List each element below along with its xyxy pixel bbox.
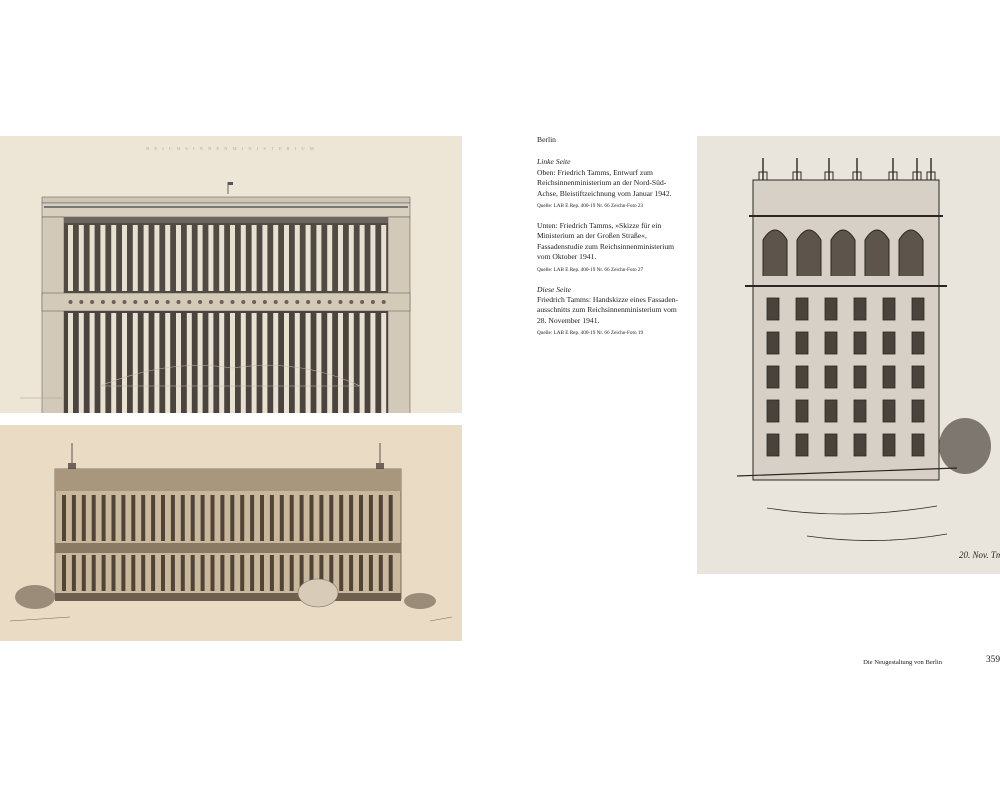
upper-colonnade [68, 225, 387, 291]
caption-entry-source: Quelle: LAB E Rep. 400-19 Nr. 66 Zeichn-… [537, 330, 644, 337]
caption-entry-source: Quelle: LAB E Rep. 400-19 Nr. 66 Zeichn-… [537, 203, 644, 210]
caption-entry-text: Friedrich Tamms: Handskizze eines Fassad… [537, 295, 679, 325]
hand-sketch-drawing: 20. Nov. Tm. [697, 136, 1000, 574]
figure-caption: Berlin Linke Seite Oben: Friedrich Tamms… [537, 135, 687, 348]
running-title: Die Neugestaltung von Berlin [863, 659, 942, 666]
lower-colonnade [68, 313, 387, 413]
arched-windows [762, 229, 924, 276]
caption-entry-text: Oben: Friedrich Tamms, Entwurf zum Reich… [537, 167, 672, 198]
facade-study-drawing [0, 425, 462, 641]
caption-heading-left-page: Linke Seite [537, 157, 571, 167]
drawing-right-hand-sketch: 20. Nov. Tm. [697, 136, 1000, 574]
sketch-signature: 20. Nov. Tm. [959, 550, 1000, 560]
drawing-top-elevation: R E I C H S I N N E N M I N I S T E R I … [0, 136, 462, 413]
page-number: 359 [985, 655, 1000, 665]
facade-columns [62, 495, 393, 591]
caption-heading-this-page: Diese Seite [537, 284, 571, 294]
drawing-bottom-facade-study [0, 425, 462, 641]
caption-entry-text: Unten: Friedrich Tamms, »Skizze für ein … [537, 221, 675, 262]
facade-windows [766, 297, 925, 457]
drawing-inscription: R E I C H S I N N E N M I N I S T E R I … [146, 146, 315, 151]
mid-band-ornament [68, 300, 386, 304]
elevation-drawing: R E I C H S I N N E N M I N I S T E R I … [0, 136, 462, 413]
caption-city: Berlin [537, 135, 556, 144]
caption-entry-source: Quelle: LAB E Rep. 400-19 Nr. 66 Zeichn-… [537, 266, 644, 273]
